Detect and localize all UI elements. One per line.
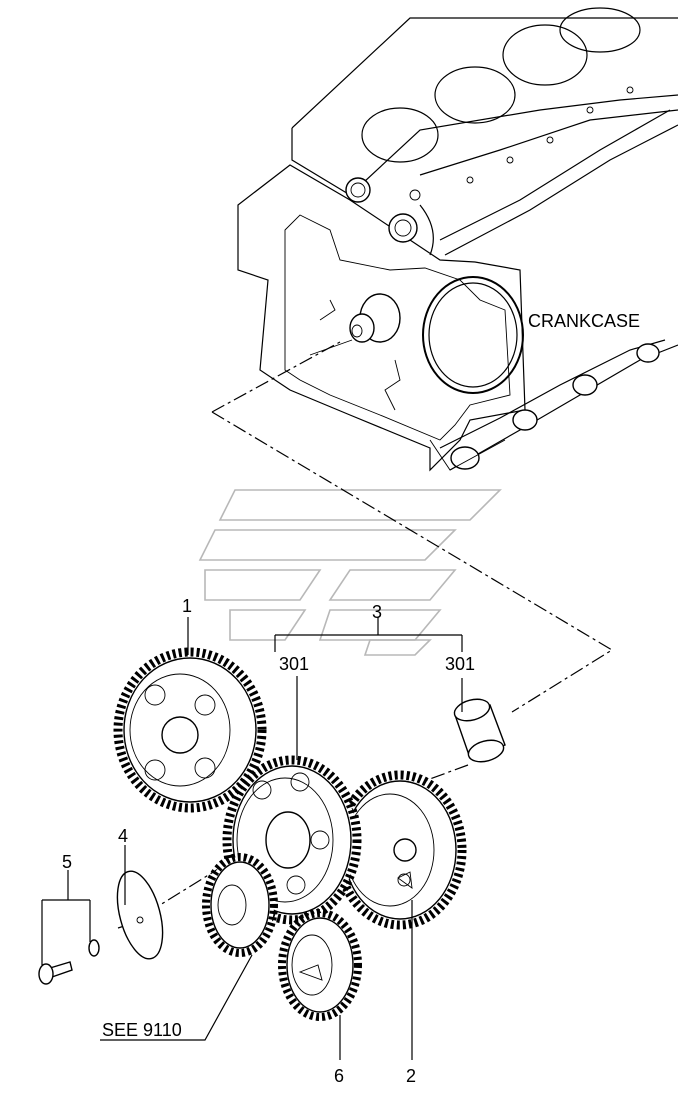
gear-1 [113, 647, 267, 813]
bushing [453, 698, 506, 763]
label-see-ref: SEE 9110 [102, 1020, 182, 1040]
gear-2 [333, 770, 467, 930]
label-item-301-left: 301 [279, 654, 309, 674]
label-item-3: 3 [372, 602, 382, 622]
watermark-logo [198, 489, 502, 656]
label-item-4: 4 [118, 826, 128, 846]
crankcase-block [237, 7, 678, 472]
label-item-2: 2 [406, 1066, 416, 1086]
leader-lines [41, 617, 463, 1060]
label-item-6: 6 [334, 1066, 344, 1086]
label-item-5: 5 [62, 852, 72, 872]
idler-gear [202, 853, 278, 957]
thrust-plate [116, 870, 164, 960]
label-item-301-right: 301 [445, 654, 475, 674]
label-crankcase: CRANKCASE [528, 311, 640, 331]
washer-and-bolt [38, 939, 100, 985]
gear-6 [278, 909, 362, 1021]
label-item-1: 1 [182, 596, 192, 616]
